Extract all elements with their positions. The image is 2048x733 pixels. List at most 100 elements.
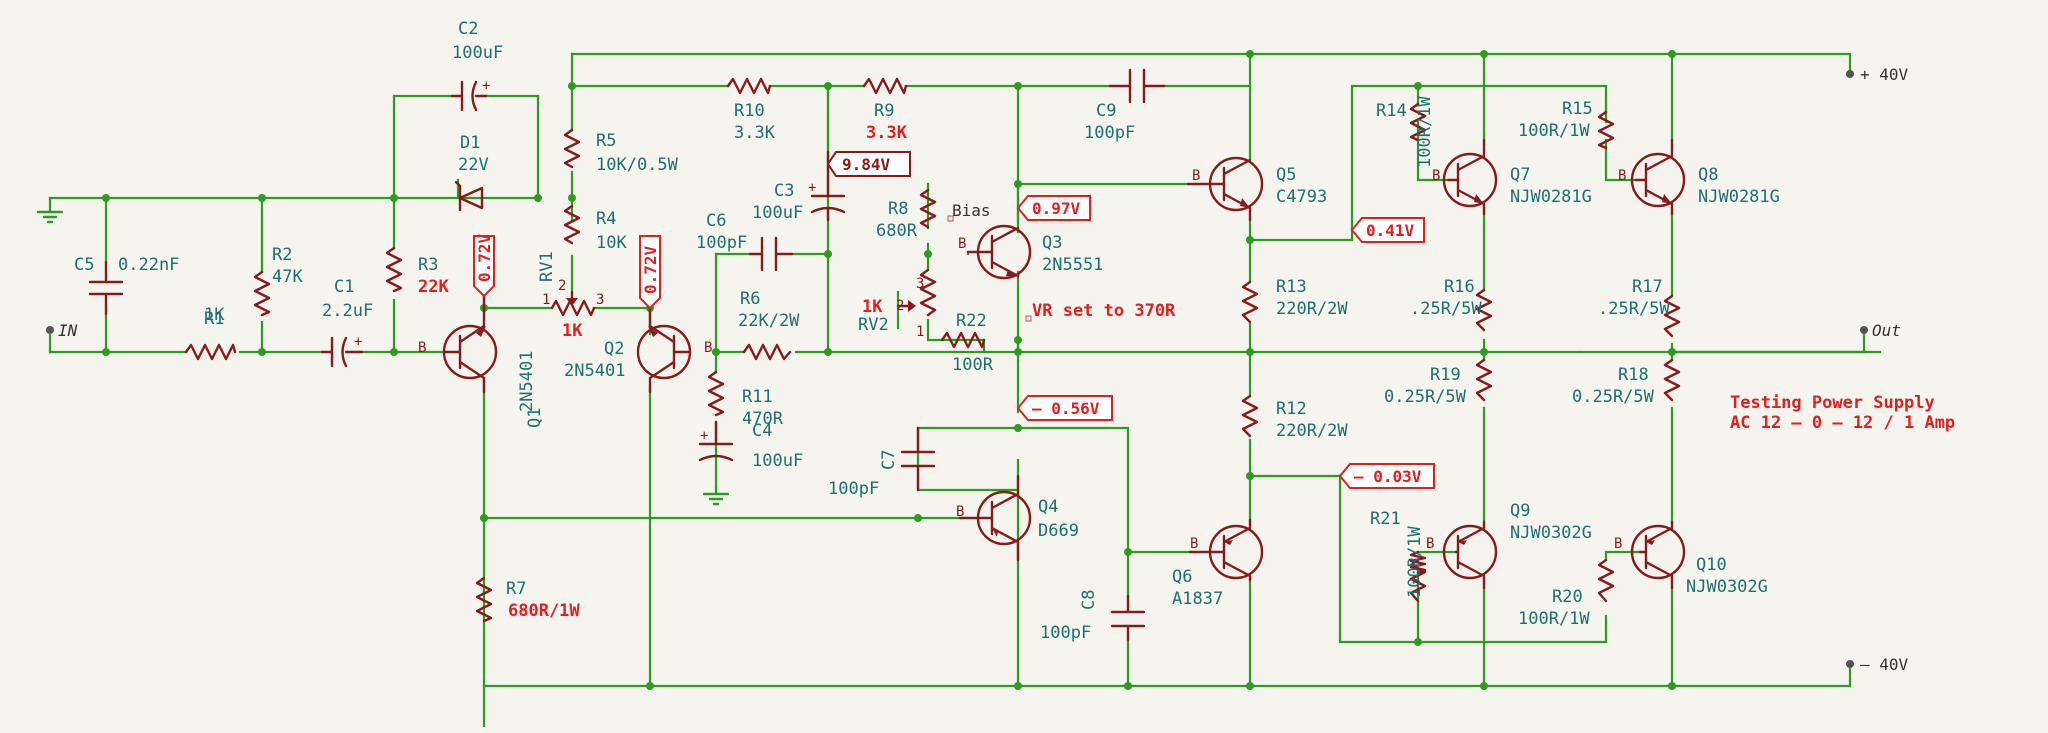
capacitor-c8 [1110, 594, 1146, 642]
ground-symbol [36, 196, 64, 224]
svg-text:9.84V: 9.84V [842, 155, 891, 174]
ref-r16: R16 [1444, 277, 1475, 297]
ref-c6: C6 [706, 211, 726, 231]
ref-q8: Q8 [1698, 165, 1718, 185]
svg-text:B: B [1190, 536, 1198, 552]
ref-r14: R14 [1376, 101, 1407, 121]
val-r1: 1K [204, 305, 225, 325]
svg-text:0.97V: 0.97V [1032, 199, 1081, 218]
ref-c8: C8 [1079, 590, 1099, 610]
val-r6: 22K/2W [738, 311, 800, 331]
vr-marker [1025, 315, 1032, 322]
ref-r8: R8 [888, 199, 908, 219]
val-r20: 100R/1W [1518, 609, 1590, 629]
ref-q3: Q3 [1042, 233, 1062, 253]
svg-text:B: B [956, 504, 964, 520]
component-text: C2 100uF D1 22V R5 10K/0.5W R4 10K R10 3… [74, 19, 1780, 643]
val-r7: 680R/1W [508, 601, 580, 621]
val-q9: NJW0302G [1510, 523, 1592, 543]
transistor-q3 [966, 224, 1032, 280]
val-c4: 100uF [752, 451, 803, 471]
val-rv2: 1K [862, 297, 883, 317]
resistor-r21b [1409, 558, 1427, 603]
ref-r3: R3 [418, 255, 438, 275]
voltage-label-q3: 0.97V [1016, 195, 1091, 221]
port-dot-plus [1846, 70, 1854, 78]
svg-text:2: 2 [896, 298, 904, 314]
ref-c9: C9 [1096, 101, 1116, 121]
svg-text:B: B [958, 236, 966, 252]
transistor-q7 [1442, 138, 1498, 216]
ref-q1: Q1 [525, 408, 545, 428]
val-c8: 100pF [1040, 623, 1091, 643]
transistor-q4 [958, 474, 1032, 562]
ref-r6: R6 [740, 289, 760, 309]
resistor-r16 [1475, 288, 1493, 332]
transistor-q5 [1186, 156, 1264, 222]
ref-c5: C5 [74, 255, 94, 275]
resistor-r19 [1475, 358, 1493, 402]
val-c6: 100pF [696, 233, 747, 253]
resistor-r13 [1241, 280, 1259, 324]
resistor-r3 [385, 246, 403, 293]
svg-text:B: B [1432, 168, 1440, 184]
svg-text:+: + [808, 180, 816, 196]
ref-q5: Q5 [1276, 165, 1296, 185]
bias-marker [947, 215, 954, 222]
ref-c7: C7 [879, 450, 899, 470]
voltage-label-q4: – 0.56V [1016, 395, 1113, 421]
ref-q7: Q7 [1510, 165, 1530, 185]
port-plus40: + 40V [1860, 65, 1909, 84]
ref-r1: R1 [204, 309, 224, 329]
val-q5: C4793 [1276, 187, 1327, 207]
val-c5: 0.22nF [118, 255, 179, 275]
ref-q10: Q10 [1696, 555, 1727, 575]
ref-r12: R12 [1276, 399, 1307, 419]
ref-r22: R22 [956, 311, 987, 331]
transistor-q9 [1442, 520, 1498, 590]
port-out: Out [1872, 321, 1901, 340]
ref-r5: R5 [596, 131, 616, 151]
port-dot-out [1860, 326, 1868, 334]
voltage-label-q1: 0.72V [473, 233, 495, 298]
port-dot-minus [1846, 660, 1854, 668]
resistor-r15 [1597, 110, 1615, 150]
svg-text:B: B [1426, 536, 1434, 552]
svg-text:0.72V: 0.72V [641, 245, 660, 294]
ref-rv2: RV2 [858, 315, 889, 335]
val-r19: 0.25R/5W [1384, 387, 1467, 407]
capacitor-c2: + [450, 78, 490, 112]
ref-r13: R13 [1276, 277, 1307, 297]
resistor-r9 [862, 77, 908, 95]
voltage-label-q2: 0.72V [639, 235, 661, 310]
capacitor-c3: + [808, 150, 846, 222]
val-q2: 2N5401 [564, 361, 625, 381]
svg-text:B: B [704, 340, 712, 356]
svg-text:0.41V: 0.41V [1366, 221, 1415, 240]
val-q3: 2N5551 [1042, 255, 1103, 275]
svg-text:+: + [354, 334, 362, 350]
ref-r20: R20 [1552, 587, 1583, 607]
ref-r15: R15 [1562, 99, 1593, 119]
ref-r19: R19 [1430, 365, 1461, 385]
resistor-r14 [1409, 102, 1427, 142]
resistor-r5 [563, 128, 581, 169]
svg-text:B: B [1192, 168, 1200, 184]
svg-text:3: 3 [916, 276, 924, 292]
val-q7: NJW0281G [1510, 187, 1592, 207]
val-r3: 22K [418, 277, 449, 297]
ref-r2: R2 [272, 245, 292, 265]
svg-text:3: 3 [596, 292, 604, 308]
ref-r11: R11 [742, 387, 773, 407]
val-q4: D669 [1038, 521, 1079, 541]
val-r11: 470R [742, 409, 784, 429]
ref-r7: R7 [506, 579, 526, 599]
ref-q2: Q2 [604, 339, 624, 359]
svg-text:0.72V: 0.72V [475, 233, 494, 282]
vr-note: VR set to 370R [1032, 301, 1176, 321]
resistor-r10 [726, 77, 772, 95]
capacitor-c9 [1108, 68, 1166, 104]
ref-r17: R17 [1632, 277, 1663, 297]
ref-rv1: RV1 [537, 251, 557, 282]
svg-text:B: B [1618, 168, 1626, 184]
